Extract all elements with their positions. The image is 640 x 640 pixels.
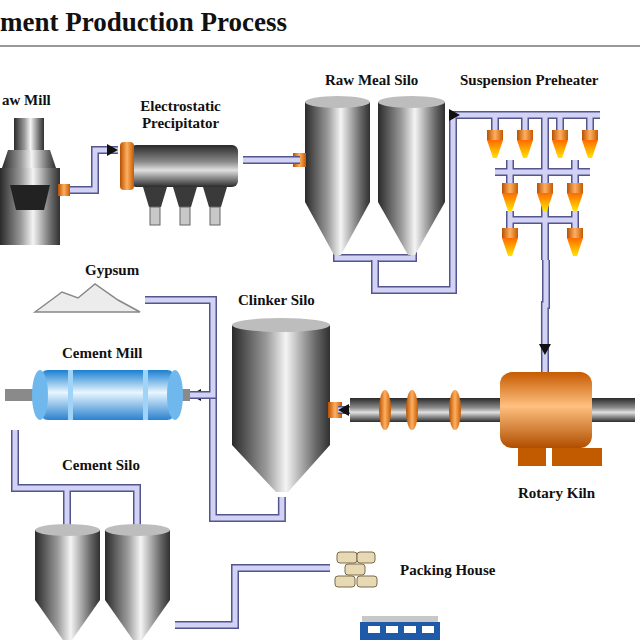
pipe-connector — [539, 260, 551, 355]
raw-mill: aw Mill — [0, 92, 70, 247]
node-label: Cement Mill — [62, 345, 142, 362]
precipitator: Electrostatic Precipitator — [118, 98, 243, 228]
packing-house: Packing House — [330, 548, 515, 593]
node-label: Clinker Silo — [238, 292, 315, 309]
node-label: Gypsum — [85, 262, 139, 279]
pipe-stroke — [175, 568, 330, 625]
pipe-stroke — [545, 260, 546, 355]
pipe-stroke — [70, 150, 118, 190]
pipe-stroke — [145, 300, 213, 395]
node-label: Electrostatic Precipitator — [128, 98, 233, 132]
pipe-connector — [375, 109, 460, 290]
pipe-stroke — [375, 115, 460, 290]
node-label: aw Mill — [2, 92, 51, 109]
rotary-kiln: Rotary Kiln — [350, 355, 635, 505]
pipe-connector — [70, 144, 118, 190]
pipe-stroke — [175, 568, 330, 625]
pipe-connector — [145, 300, 213, 395]
pipe-stroke — [190, 395, 282, 518]
node-label: Packing House — [400, 562, 495, 579]
arrow-head — [539, 344, 551, 355]
pipe-stroke — [70, 150, 118, 190]
diagram-title: ment Production Process — [0, 6, 287, 38]
pipe-stroke — [190, 395, 282, 518]
pipe-stroke — [145, 300, 213, 395]
pipe-stroke — [243, 156, 300, 164]
pipe-connector — [243, 160, 300, 161]
pipe-connector — [175, 568, 330, 625]
arrow-head — [449, 109, 460, 121]
pipe-stroke — [243, 158, 300, 163]
pipe-stroke — [12, 430, 17, 455]
gypsum-pile: Gypsum — [30, 262, 145, 317]
pipe-stroke — [375, 115, 460, 290]
arrow-head — [107, 144, 118, 156]
arrow-head — [338, 404, 349, 416]
cement-silo: Cement Silo — [8, 455, 175, 640]
pipe-connector — [14, 430, 15, 455]
clinker-silo: Clinker Silo — [228, 292, 338, 497]
pipe-connector — [190, 389, 282, 518]
cement-mill: Cement Mill — [5, 345, 190, 430]
node-label: Raw Meal Silo — [325, 72, 418, 89]
suspension-preheater: Suspension Preheater — [460, 70, 632, 260]
pipe-stroke — [11, 430, 19, 455]
pipe-connector — [338, 404, 350, 416]
node-label: Suspension Preheater — [460, 72, 598, 89]
node-label: Cement Silo — [62, 457, 140, 474]
node-label: Rotary Kiln — [518, 485, 595, 502]
raw-meal-silo: Raw Meal Silo — [300, 70, 450, 260]
pipe-stroke — [545, 260, 546, 355]
